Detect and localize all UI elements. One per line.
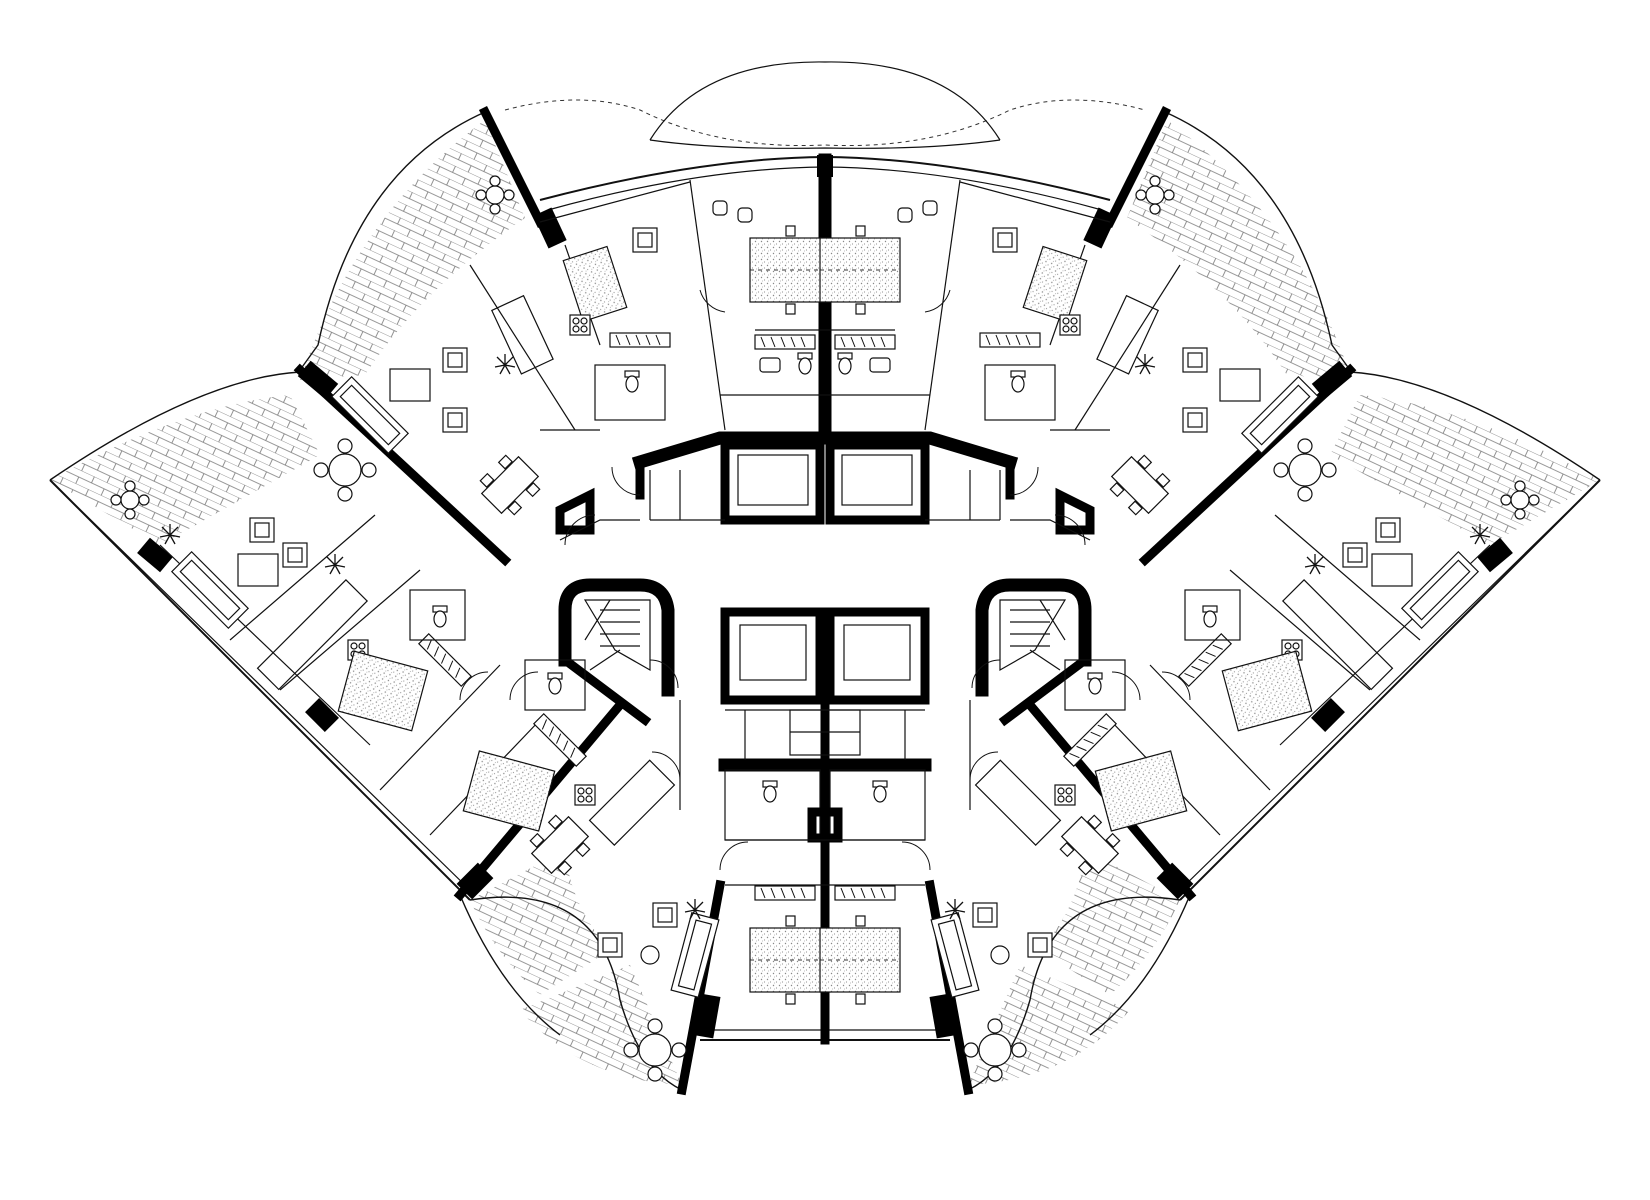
corridor: [559, 466, 1091, 810]
lift-south-west: [720, 607, 825, 705]
central-core: [555, 431, 1095, 843]
lift-north-east: [825, 440, 930, 525]
unit-north: [689, 179, 961, 431]
balcony-west: [50, 395, 320, 545]
balcony-east: [1330, 395, 1600, 545]
balcony-north-west: [300, 120, 525, 380]
lift-south-east: [825, 607, 930, 705]
stairwell-west: [558, 578, 679, 727]
balcony-south-east-a: [1040, 850, 1180, 995]
unit-north-west: [331, 175, 691, 521]
unit-west: [110, 438, 489, 746]
lift-north-west: [720, 440, 825, 525]
balcony-south-west-a: [470, 850, 610, 995]
roof-canopy: [504, 61, 1146, 149]
unit-south: [719, 841, 931, 1005]
unit-east: [1161, 438, 1540, 746]
balconies: [50, 120, 1600, 1085]
unit-north-east: [959, 175, 1319, 521]
unit-south-west: [379, 659, 720, 1082]
stairwell-east: [971, 578, 1092, 727]
balcony-north-east: [1127, 120, 1352, 380]
unit-south-east: [930, 659, 1271, 1082]
